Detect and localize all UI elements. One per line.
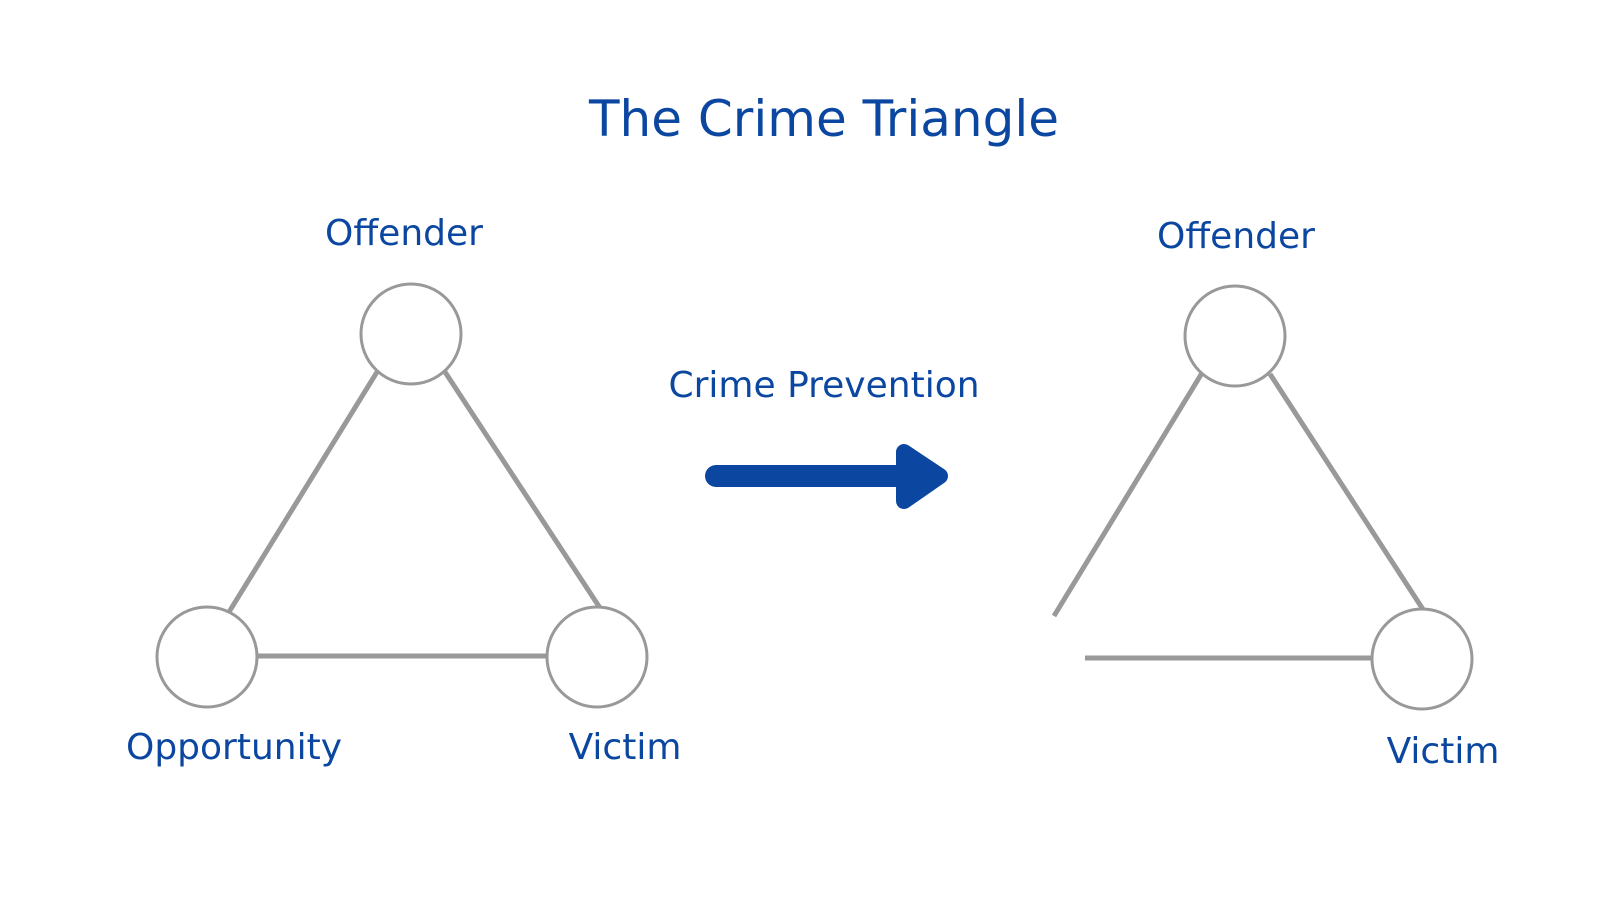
right-edge-offender-broken [1051,371,1205,618]
right-victim-node [1370,607,1474,711]
left-offender-label: Offender [325,213,483,254]
right-offender-node [1183,284,1287,388]
left-opportunity-node [155,605,259,709]
right-edge-offender-victim [1267,372,1429,616]
right-victim-label: Victim [1386,731,1500,772]
crime-prevention-arrow [705,444,948,509]
left-victim-label: Victim [568,727,682,768]
diagram-title: The Crime Triangle [589,90,1059,148]
arrow-label: Crime Prevention [668,365,980,406]
left-edge-offender-victim [442,370,605,613]
left-edge-offender-opportunity [226,370,380,614]
left-victim-node [545,605,649,709]
right-offender-label: Offender [1157,216,1315,257]
left-opportunity-label: Opportunity [125,727,343,768]
left-offender-node [359,282,463,386]
